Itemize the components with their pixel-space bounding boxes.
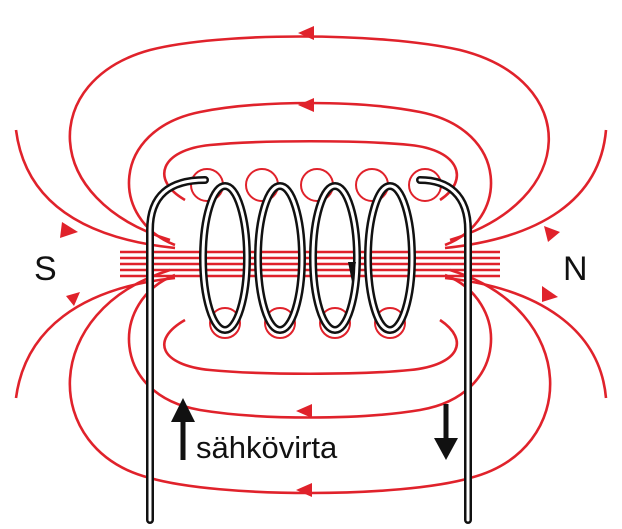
field-loop-top-outer [68,35,551,242]
north-pole-label: N [563,250,588,288]
coil-turn-1 [199,182,251,334]
current-label: sähkövirta [196,430,338,465]
solenoid-coil [146,176,472,524]
arrow-right-lower [542,286,558,302]
coil-turn-3 [309,182,361,334]
south-pole-label: S [34,250,57,288]
field-line-right-lower [444,276,608,399]
arrow-right-upper [544,226,560,242]
arrow-top-outer [298,26,314,40]
arrow-bottom-inner [296,404,312,418]
field-line-left-upper [14,129,176,250]
coil-turn-4 [364,182,416,334]
field-loop-top-small [163,139,459,202]
field-line-left-lower [14,276,176,399]
arrow-bottom-outer [296,483,312,497]
arrow-up-icon [171,398,195,460]
field-line-right-upper [444,129,608,250]
coil-turn-2 [254,182,306,334]
winding-field-circles-bottom [209,307,406,339]
field-loop-bottom-small [163,318,459,376]
field-direction-arrows [60,26,560,497]
arrow-top-inner [298,98,314,112]
field-loop-bottom-inner [127,273,493,419]
arrow-left-upper [60,222,78,238]
coil-current-arrow [348,262,356,282]
arrow-left-lower [66,292,80,306]
arrow-down-icon [434,404,458,460]
